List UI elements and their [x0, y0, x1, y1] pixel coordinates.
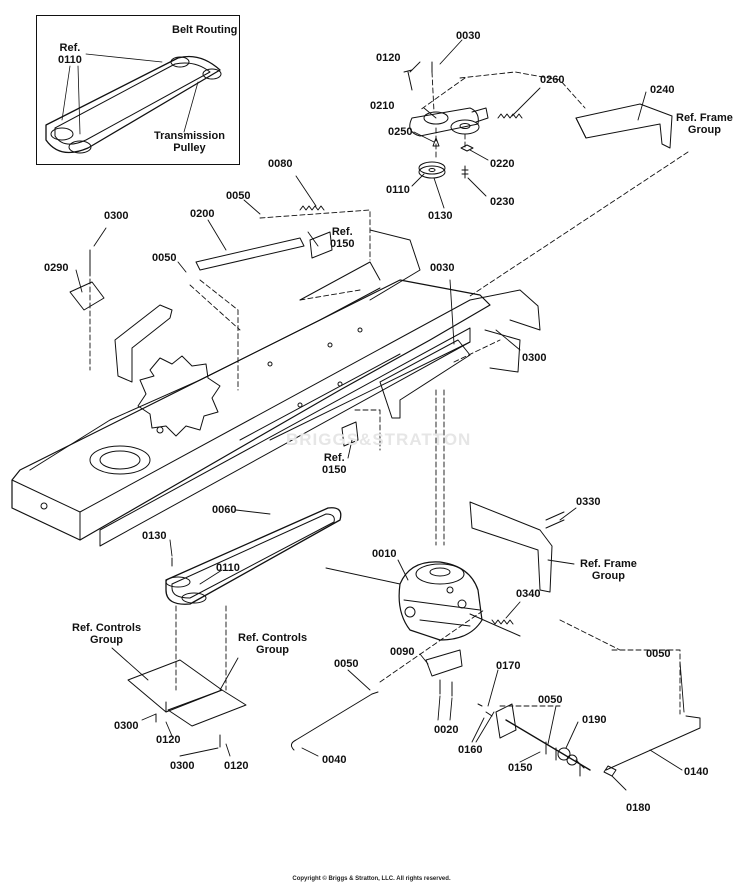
label-0240: 0240: [650, 84, 675, 96]
label-0030-mid: 0030: [430, 262, 455, 274]
label-0220: 0220: [490, 158, 515, 170]
label-0190: 0190: [582, 714, 607, 726]
label-0340: 0340: [516, 588, 541, 600]
label-0130-mid: 0130: [142, 530, 167, 542]
label-0170: 0170: [496, 660, 521, 672]
label-0050-c: 0050: [334, 658, 359, 670]
label-ref-controls-right: Ref. Controls Group: [238, 632, 308, 656]
inset-title: Belt Routing: [172, 24, 238, 36]
controls-plates-drawing: [127, 659, 247, 748]
label-ref-frame-group-top: Ref. Frame Group: [676, 112, 733, 136]
label-0180: 0180: [626, 802, 651, 814]
label-0130-top: 0130: [428, 210, 453, 222]
label-0020: 0020: [434, 724, 459, 736]
belt-drawing: [165, 507, 342, 605]
label-0040: 0040: [322, 754, 347, 766]
label-0250: 0250: [388, 126, 413, 138]
label-ref-0150-mid: Ref. 0150: [322, 452, 347, 476]
label-0300-left: 0300: [104, 210, 129, 222]
inset-ref-label: Ref. 0110: [58, 42, 82, 66]
belt-routing-inset: [36, 15, 240, 165]
label-0010: 0010: [372, 548, 397, 560]
label-0120-ctl1: 0120: [156, 734, 181, 746]
label-0150-bottom: 0150: [508, 762, 533, 774]
label-0330: 0330: [576, 496, 601, 508]
label-0210: 0210: [370, 100, 395, 112]
label-0160: 0160: [458, 744, 483, 756]
label-0050-a: 0050: [226, 190, 251, 202]
label-0050-e: 0050: [646, 648, 671, 660]
label-0030-top: 0030: [456, 30, 481, 42]
label-0110-top: 0110: [386, 184, 410, 196]
shaft-assembly-drawing: [477, 703, 701, 777]
label-ref-controls-left: Ref. Controls Group: [72, 622, 142, 646]
label-0120-ctl2: 0120: [224, 760, 249, 772]
label-0080: 0080: [268, 158, 293, 170]
label-0300-right: 0300: [522, 352, 547, 364]
copyright-notice: Copyright © Briggs & Stratton, LLC. All …: [292, 876, 451, 882]
frame-drawing: [11, 229, 541, 547]
label-0120-top: 0120: [376, 52, 401, 64]
label-ref-frame-group-mid: Ref. Frame Group: [580, 558, 637, 582]
idler-bracket-drawing: [403, 61, 673, 179]
transmission-drawing: [325, 561, 521, 697]
label-ref-0150-top: Ref. 0150: [330, 226, 355, 250]
label-0110-mid: 0110: [216, 562, 240, 574]
label-0290: 0290: [44, 262, 69, 274]
label-0140: 0140: [684, 766, 709, 778]
label-0050-b: 0050: [152, 252, 177, 264]
label-0060: 0060: [212, 504, 237, 516]
inset-pulley-label: Transmission Pulley: [154, 130, 225, 154]
label-0200: 0200: [190, 208, 215, 220]
label-0230: 0230: [490, 196, 515, 208]
inset-belt-drawing: [45, 55, 222, 154]
label-0300-ctl2: 0300: [170, 760, 195, 772]
brand-watermark: BRIGGS&STRATTON: [286, 430, 472, 449]
label-0090: 0090: [390, 646, 415, 658]
label-0050-d: 0050: [538, 694, 563, 706]
label-0300-ctl1: 0300: [114, 720, 139, 732]
label-0260: 0260: [540, 74, 565, 86]
